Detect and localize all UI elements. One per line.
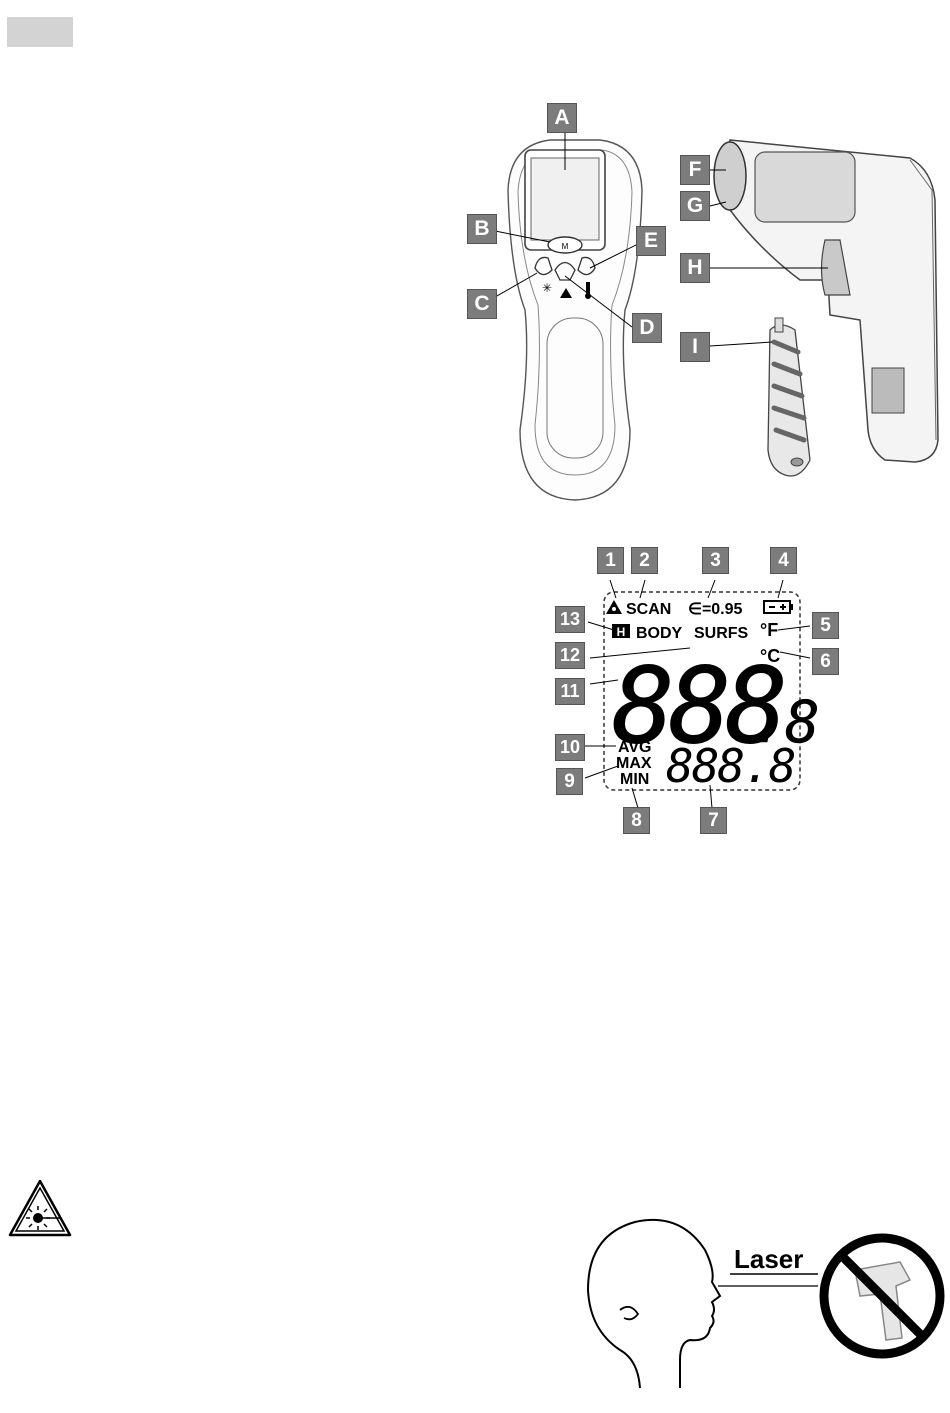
max-indicator: MAX xyxy=(616,755,652,772)
fahrenheit-indicator: °F xyxy=(760,620,778,640)
no-laser-icon xyxy=(824,1238,940,1354)
label-5: 5 xyxy=(812,612,839,639)
label-9: 9 xyxy=(556,768,583,795)
body-mode: BODY xyxy=(636,625,683,642)
laser-eye-warning-illustration: Laser xyxy=(580,1210,946,1410)
label-10: 10 xyxy=(555,734,585,761)
scan-indicator: SCAN xyxy=(626,601,671,618)
m-button-label: M xyxy=(562,242,569,251)
laser-text: Laser xyxy=(734,1244,803,1274)
avg-indicator: AVG xyxy=(618,739,651,756)
label-d: D xyxy=(632,313,662,343)
label-2: 2 xyxy=(631,547,658,574)
label-h: H xyxy=(680,253,710,283)
label-7: 7 xyxy=(700,807,727,834)
backlight-icon: ✳ xyxy=(542,281,552,295)
label-3: 3 xyxy=(702,547,729,574)
laser-hazard-icon xyxy=(8,1178,72,1238)
battery-icon xyxy=(764,601,793,613)
label-g: G xyxy=(680,191,710,221)
label-4: 4 xyxy=(770,547,797,574)
surface-mode: SURFS xyxy=(694,625,749,642)
label-e: E xyxy=(636,226,666,256)
label-13: 13 xyxy=(555,606,585,633)
label-8: 8 xyxy=(623,807,650,834)
emissivity-value: ∈=0.95 xyxy=(688,601,743,618)
secondary-reading: 888.8 xyxy=(666,739,795,793)
label-f: F xyxy=(680,155,710,185)
label-1: 1 xyxy=(597,547,624,574)
lcd-display-diagram: SCAN ∈=0.95 H BODY SURFS °F °C 888 .8 AV… xyxy=(540,540,860,840)
min-indicator: MIN xyxy=(620,771,649,788)
hold-indicator: H xyxy=(617,625,626,639)
label-6: 6 xyxy=(812,648,839,675)
label-b: B xyxy=(467,214,497,244)
label-11: 11 xyxy=(555,678,585,705)
head-silhouette xyxy=(588,1220,720,1388)
thermometer-side-illustration xyxy=(700,130,948,500)
label-a: A xyxy=(547,103,577,133)
label-i: I xyxy=(680,332,710,362)
label-c: C xyxy=(467,289,497,319)
label-12: 12 xyxy=(555,642,585,669)
header-tab xyxy=(7,17,73,47)
